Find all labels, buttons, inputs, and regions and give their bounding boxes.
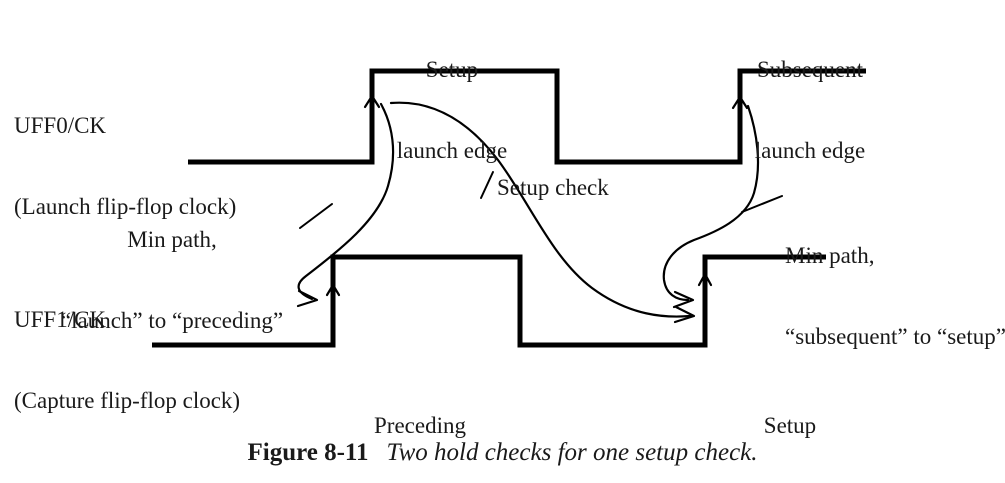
label-setup-launch-edge-line2: launch edge — [396, 138, 508, 163]
signal-description-uff1: (Capture flip-flop clock) — [14, 388, 241, 413]
waveform-uff0 — [188, 68, 866, 165]
edge-marker-subsequent-launch — [731, 95, 749, 130]
signal-label-uff1: UFF1/CK (Capture flip-flop clock) — [14, 252, 240, 468]
edge-marker-setup-receiving — [697, 272, 713, 304]
waveform-uff1 — [152, 254, 826, 348]
arrow-min-path-subsequent-to-setup — [662, 104, 760, 309]
label-preceding-receiving-edge-line1: Preceding — [374, 413, 466, 438]
label-setup-receiving-edge-line1: Setup — [763, 413, 817, 438]
leader-setup-check — [480, 171, 494, 199]
annotation-min-path-left-line1: Min path, — [127, 227, 217, 252]
annotation-min-path-launch-to-preceding: Min path, “launch” to “preceding” — [22, 172, 322, 388]
annotation-min-path-right-line1: Min path, — [785, 243, 875, 268]
signal-label-uff0: UFF0/CK (Launch flip-flop clock) — [14, 58, 236, 274]
label-subsequent-launch-edge-line2: launch edge — [754, 138, 866, 163]
annotation-min-path-left-line2: “launch” to “preceding” — [60, 308, 284, 333]
annotation-min-path-right-line2: “subsequent” to “setup” — [785, 324, 1005, 349]
figure-caption-number: Figure 8-11 — [247, 439, 369, 466]
label-setup-launch-edge: Setup launch edge — [352, 2, 552, 218]
label-subsequent-launch-edge-line1: Subsequent — [756, 57, 864, 82]
edge-marker-preceding-receiving — [325, 283, 341, 314]
arrow-min-path-launch-to-preceding — [296, 102, 395, 308]
leader-min-path-left — [299, 203, 333, 229]
signal-name-uff0: UFF0/CK — [14, 113, 107, 138]
annotation-setup-check: Setup check — [497, 175, 609, 200]
edge-marker-setup-launch — [363, 94, 381, 129]
figure-caption: Figure 8-11 Two hold checks for one setup… — [0, 438, 1005, 468]
label-subsequent-launch-edge: Subsequent launch edge — [700, 2, 920, 218]
figure-caption-text: Two hold checks for one setup check. — [386, 439, 758, 466]
label-preceding-receiving-edge: Preceding receiving edge — [310, 358, 530, 483]
leader-min-path-right — [741, 195, 783, 213]
arrow-setup-check — [389, 101, 696, 324]
signal-description-uff0: (Launch flip-flop clock) — [14, 194, 237, 219]
annotation-min-path-subsequent-to-setup: Min path, “subsequent” to “setup” — [785, 188, 1005, 404]
signal-name-uff1: UFF1/CK — [14, 307, 107, 332]
label-setup-receiving-edge: Setup receiving edge — [680, 358, 900, 483]
label-setup-launch-edge-line1: Setup — [425, 57, 479, 82]
